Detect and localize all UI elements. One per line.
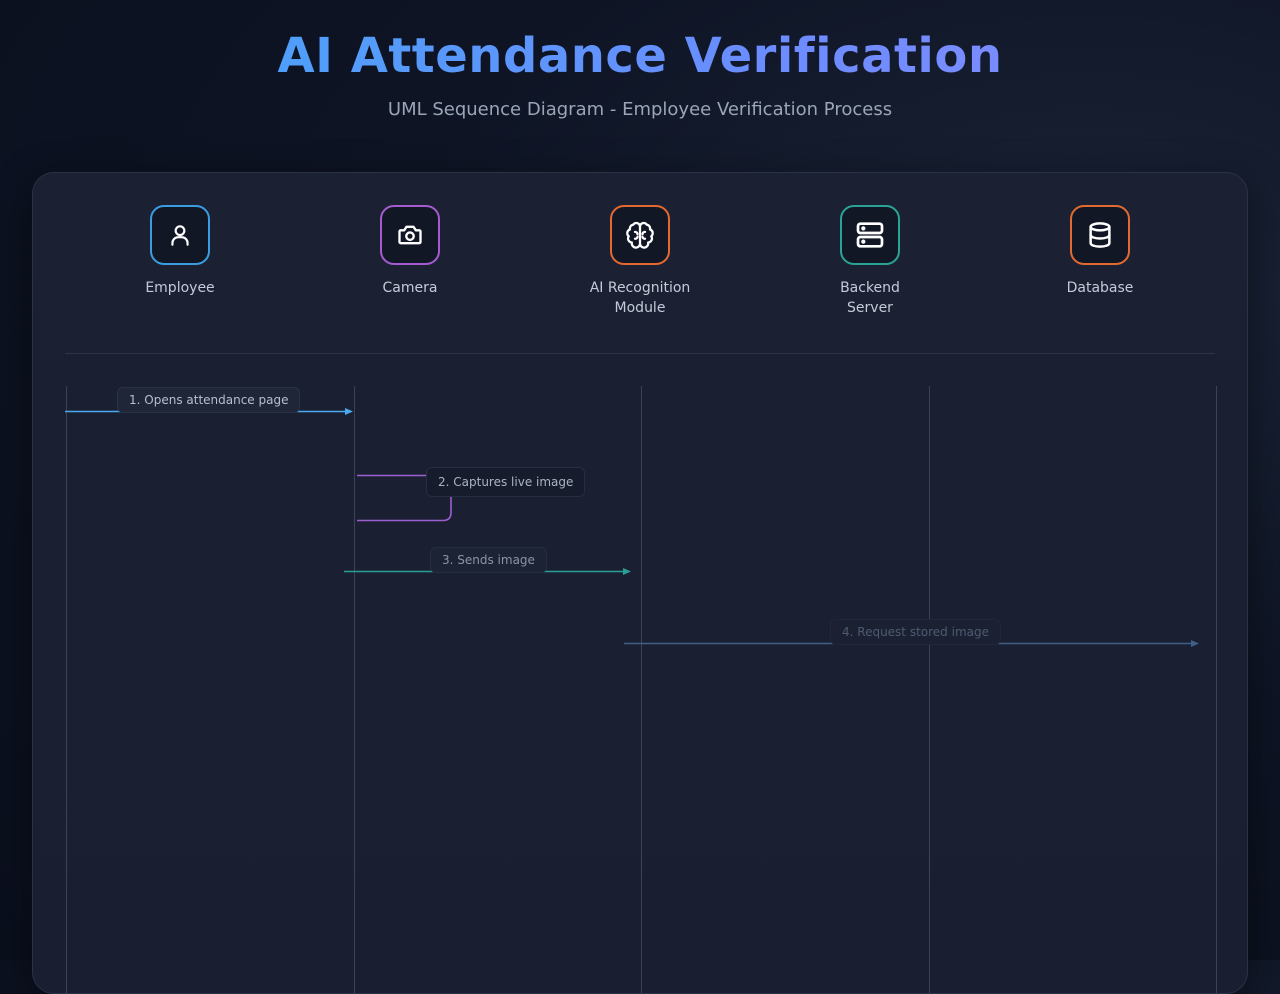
actor-label-text: AI Recognition Module — [589, 280, 691, 316]
actor-camera[interactable]: Camera — [320, 205, 500, 298]
diagram-card: Employee Camera AI Recognition Modul — [32, 172, 1248, 994]
lifeline-employee — [66, 386, 67, 993]
actor-backend-server[interactable]: Backend Server — [780, 205, 960, 318]
lifeline-camera — [354, 386, 355, 993]
user-icon — [150, 205, 210, 265]
actor-label: Employee — [145, 280, 215, 296]
lifeline-database — [1216, 386, 1217, 993]
page-subtitle: UML Sequence Diagram - Employee Verifica… — [387, 99, 893, 120]
actor-label: Camera — [382, 280, 438, 296]
actor-employee[interactable]: Employee — [90, 205, 270, 298]
camera-icon — [380, 205, 440, 265]
message-label-4: 4. Request stored image — [830, 619, 1001, 645]
header-divider — [65, 353, 1215, 354]
actor-label: AI Recognition Module — [550, 278, 730, 318]
lifeline-backend-server — [929, 386, 930, 993]
actor-label: Backend Server — [780, 278, 960, 318]
message-label-1: 1. Opens attendance page — [117, 387, 301, 413]
brain-icon — [610, 205, 670, 265]
actor-label-text: Backend Server — [840, 280, 900, 316]
database-icon — [1070, 205, 1130, 265]
actor-label: Database — [1066, 280, 1134, 296]
actor-ai-recognition-module[interactable]: AI Recognition Module — [550, 205, 730, 318]
page-title: AI Attendance Verification — [0, 26, 1280, 86]
server-icon — [840, 205, 900, 265]
message-label-2: 2. Captures live image — [426, 467, 586, 497]
message-label-3: 3. Sends image — [430, 547, 547, 573]
actor-database[interactable]: Database — [1010, 205, 1190, 298]
message-arrows — [65, 408, 1199, 647]
lifeline-ai-recognition-module — [641, 386, 642, 993]
